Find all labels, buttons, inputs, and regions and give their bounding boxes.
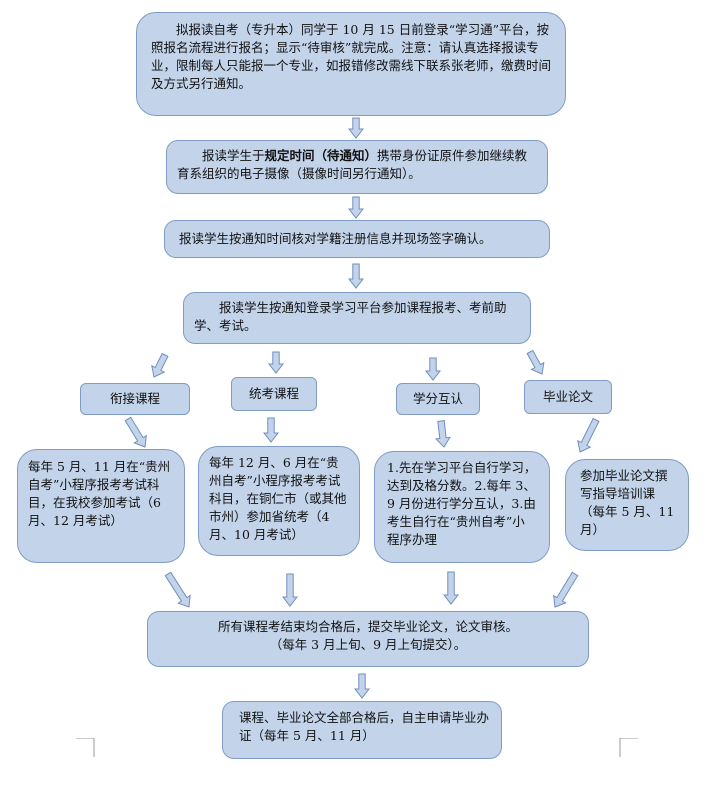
- arrow-thesis-to-submit: [553, 571, 579, 608]
- page-corner-mark-left: [76, 738, 95, 757]
- branch-detail-bridging: 每年 5 月、11 月在“贵州自考”小程序报考考试科目，在我校参加考试（6 月、…: [17, 449, 185, 563]
- branch-title-unified: 统考课程: [231, 377, 317, 411]
- branch-title-credit-text: 学分互认: [412, 391, 463, 406]
- arrow-bridging-to-detail: [124, 416, 147, 448]
- step-photo-text-bold: 规定时间（待通知）: [264, 148, 378, 163]
- branch-detail-credit: 1.先在学习平台自行学习，达到及格分数。2.每年 3、9 月份进行学分互认，3.…: [374, 451, 550, 563]
- step-verify-registration: 报读学生按通知时间核对学籍注册信息并现场签字确认。: [164, 220, 550, 258]
- step-submit-thesis: 所有课程考结束均合格后，提交毕业论文，论文审核。 （每年 3 月上旬、9 月上旬…: [147, 611, 589, 667]
- step-register-online: 拟报读自考（专升本）同学于 10 月 15 日前登录“学习通”平台，按照报名流程…: [136, 12, 566, 116]
- branch-title-unified-text: 统考课程: [248, 386, 299, 401]
- branch-detail-unified: 每年 12 月、6 月在“贵州自考”小程序报考考试科目，在铜仁市（或其他市州）参…: [198, 446, 360, 556]
- step-photo-text-post: 携带身份证原件参加继续教育系组织的电子摄像（摄像时间另行通知）。: [177, 148, 528, 181]
- arrow-step4-to-credit: [424, 357, 442, 381]
- branch-title-thesis-text: 毕业论文: [542, 389, 593, 404]
- step-verify-text: 报读学生按通知时间核对学籍注册信息并现场签字确认。: [179, 231, 492, 246]
- arrow-unified-to-submit: [281, 573, 299, 607]
- step-submit-thesis-line1: 所有课程考结束均合格后，提交毕业论文，论文审核。: [217, 619, 518, 634]
- arrow-thesis-to-detail: [577, 417, 600, 453]
- step-course-exam: 报读学生按通知登录学习平台参加课程报考、考前助学、考试。: [183, 292, 531, 344]
- branch-detail-thesis-text: 参加毕业论文撰写指导培训课（每年 5 月、11 月）: [580, 468, 675, 537]
- arrow-step2-to-step3: [347, 196, 365, 219]
- branch-title-bridging: 衔接课程: [80, 383, 190, 415]
- page-corner-mark-right: [619, 738, 638, 757]
- branch-detail-bridging-text: 每年 5 月、11 月在“贵州自考”小程序报考考试科目，在我校参加考试（6 月、…: [28, 459, 171, 528]
- arrow-unified-to-detail: [262, 417, 280, 443]
- arrow-credit-to-submit: [442, 571, 460, 605]
- arrow-step1-to-step2: [347, 117, 365, 139]
- branch-title-thesis: 毕业论文: [524, 380, 612, 414]
- branch-detail-thesis: 参加毕业论文撰写指导培训课（每年 5 月、11 月）: [565, 459, 689, 551]
- branch-title-bridging-text: 衔接课程: [109, 391, 160, 406]
- branch-detail-unified-text: 每年 12 月、6 月在“贵州自考”小程序报考考试科目，在铜仁市（或其他市州）参…: [209, 455, 347, 542]
- arrow-step3-to-step4: [347, 263, 365, 289]
- step-photo-capture: 报读学生于规定时间（待通知）携带身份证原件参加继续教育系组织的电子摄像（摄像时间…: [166, 140, 548, 194]
- branch-title-credit: 学分互认: [396, 383, 480, 415]
- arrow-credit-to-detail: [434, 420, 451, 448]
- step-course-exam-text: 报读学生按通知登录学习平台参加课程报考、考前助学、考试。: [194, 300, 507, 333]
- branch-detail-credit-text: 1.先在学习平台自行学习，达到及格分数。2.每年 3、9 月份进行学分互认，3.…: [387, 460, 537, 547]
- step-register-online-text: 拟报读自考（专升本）同学于 10 月 15 日前登录“学习通”平台，按照报名流程…: [151, 22, 552, 91]
- arrow-submit-to-graduation: [353, 673, 371, 699]
- arrow-bridging-to-submit: [164, 571, 191, 608]
- step-submit-thesis-line2: （每年 3 月上旬、9 月上旬提交）。: [269, 637, 467, 652]
- step-photo-text-pre: 报读学生于: [202, 148, 265, 163]
- step-apply-graduation: 课程、毕业论文全部合格后，自主申请毕业办证（每年 5 月、11 月）: [222, 701, 502, 759]
- arrow-step4-to-bridging: [151, 352, 169, 378]
- arrow-step4-to-thesis: [526, 349, 545, 375]
- step-apply-graduation-text: 课程、毕业论文全部合格后，自主申请毕业办证（每年 5 月、11 月）: [239, 710, 490, 743]
- arrow-step4-to-unified: [267, 351, 285, 374]
